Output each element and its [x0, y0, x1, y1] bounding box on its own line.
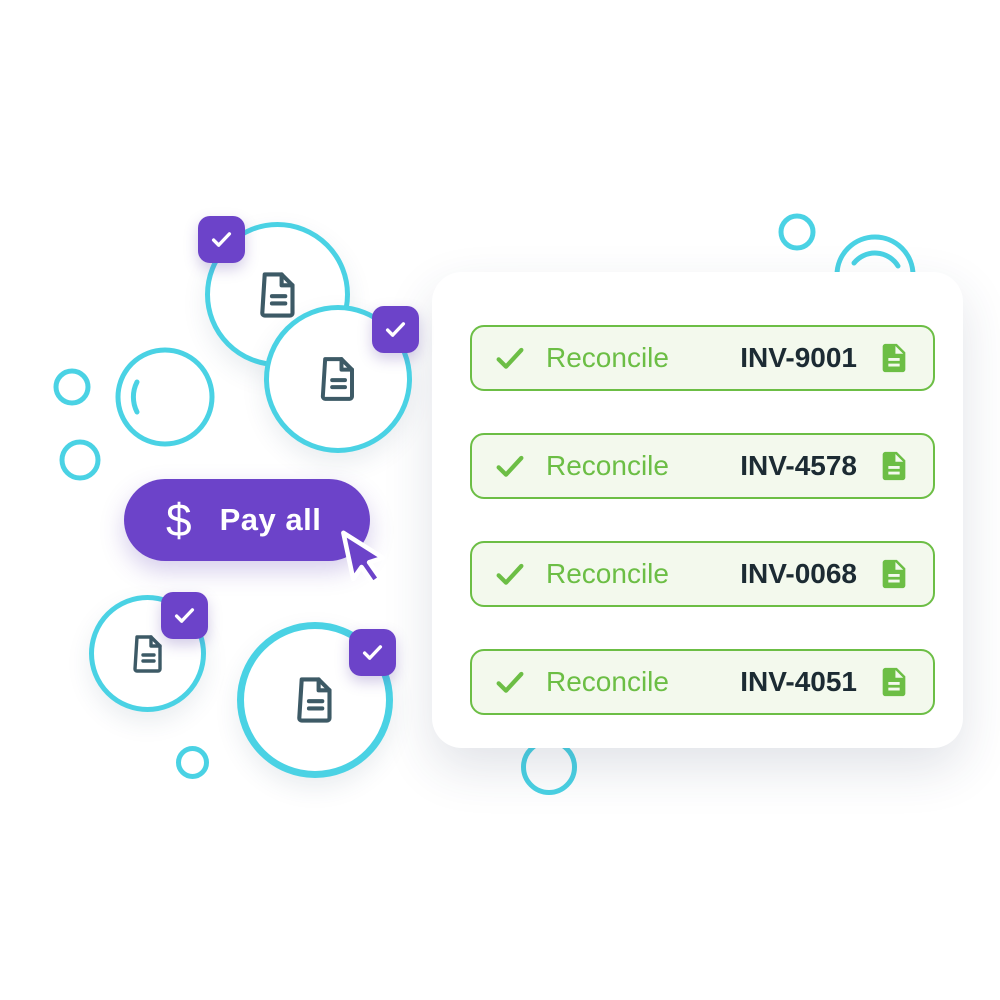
reconcile-label: Reconcile	[546, 450, 669, 481]
reconcile-row[interactable]: Reconcile INV-4578	[470, 433, 935, 499]
checkmark-badge	[372, 306, 419, 353]
reconcile-card: Reconcile INV-9001 Reconcile INV-4578 Re…	[432, 272, 963, 748]
document-icon	[877, 557, 911, 591]
reconcile-row[interactable]: Reconcile INV-0068	[470, 541, 935, 607]
checkmark-badge	[349, 629, 396, 676]
checkmark-badge	[161, 592, 208, 639]
document-icon	[124, 630, 172, 678]
document-icon	[249, 266, 307, 324]
reconcile-label: Reconcile	[546, 666, 669, 697]
check-icon	[494, 450, 526, 482]
bubble-highlight-arc	[851, 250, 901, 269]
dollar-icon: $	[166, 494, 192, 546]
document-icon	[877, 449, 911, 483]
document-icon	[286, 671, 344, 729]
check-icon	[171, 602, 198, 629]
reconcile-row[interactable]: Reconcile INV-9001	[470, 325, 935, 391]
check-icon	[494, 342, 526, 374]
invoice-id: INV-4051	[740, 666, 857, 697]
pay-all-button[interactable]: $ Pay all	[124, 479, 370, 561]
cursor-arrow-icon	[341, 530, 386, 586]
document-icon	[877, 665, 911, 699]
check-icon	[494, 558, 526, 590]
bubble-decoration-small	[176, 746, 209, 779]
reconcile-label: Reconcile	[546, 558, 669, 589]
invoice-id: INV-9001	[740, 342, 857, 373]
check-icon	[494, 666, 526, 698]
check-icon	[208, 226, 235, 253]
check-icon	[359, 639, 386, 666]
invoice-id: INV-4578	[740, 450, 857, 481]
invoice-id: INV-0068	[740, 558, 857, 589]
checkmark-badge	[198, 216, 245, 263]
reconcile-row[interactable]: Reconcile INV-4051	[470, 649, 935, 715]
pay-all-label: Pay all	[219, 502, 322, 537]
document-icon	[877, 341, 911, 375]
bubble-highlight-arc	[130, 379, 140, 415]
bubble-decoration-left	[53, 347, 215, 481]
check-icon	[382, 316, 409, 343]
document-icon	[310, 351, 366, 407]
reconcile-label: Reconcile	[546, 342, 669, 373]
